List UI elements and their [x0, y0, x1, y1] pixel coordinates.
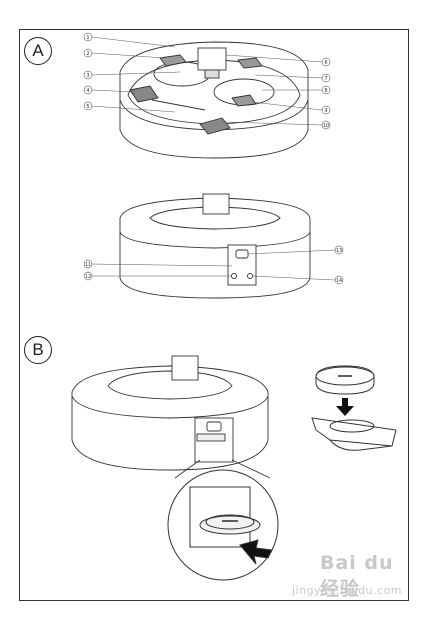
callout-3: 3	[86, 73, 89, 79]
callouts-top: 1 2 3 4 5 6 7 8 9 10	[83, 32, 331, 130]
callout-leaders-top	[91, 36, 323, 126]
callout-12: 12	[85, 274, 91, 280]
callout-6: 6	[324, 60, 327, 66]
section-label-a: A	[24, 37, 52, 65]
watermark-logo: Bai du 经验	[320, 552, 394, 600]
callout-5: 5	[86, 104, 89, 110]
callout-9: 9	[324, 108, 327, 114]
callout-4: 4	[86, 88, 89, 94]
manual-page-frame	[19, 29, 409, 601]
callout-13: 13	[336, 248, 342, 254]
dock-rear-view	[119, 193, 311, 299]
baidu-watermark: Bai du 经验 jingyan.baidu.com	[290, 548, 420, 608]
battery-coin-cell	[311, 365, 397, 451]
callout-11: 11	[85, 262, 91, 268]
callout-1: 1	[86, 35, 89, 41]
callout-leaders-mid	[91, 249, 336, 281]
watermark-url: jingyan.baidu.com	[292, 584, 403, 597]
callout-7: 7	[324, 76, 327, 82]
callout-10: 10	[323, 123, 329, 129]
callout-8: 8	[324, 88, 327, 94]
magnified-battery-tray	[167, 469, 279, 581]
callouts-mid: 11 12 13 14	[83, 245, 344, 285]
dock-top-view	[119, 41, 309, 159]
section-label-b: B	[24, 336, 52, 364]
callout-14: 14	[336, 278, 342, 284]
callout-2: 2	[86, 51, 89, 57]
dock-battery-view	[71, 355, 271, 479]
